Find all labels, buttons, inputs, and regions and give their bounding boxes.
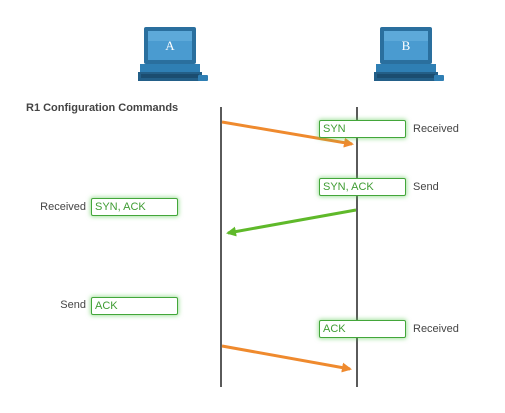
syn-ack-send-box: SYN, ACK: [319, 178, 406, 196]
ack-send-box: ACK: [91, 297, 178, 315]
syn-received-label: Received: [413, 123, 459, 135]
syn-ack-send-label: Send: [413, 181, 439, 193]
ack-send-label: Send: [60, 299, 86, 311]
host-b-label: B: [402, 38, 411, 53]
syn-ack-received-box: SYN, ACK: [91, 198, 178, 216]
host-a-label: A: [165, 38, 175, 53]
syn-arrow: [221, 120, 354, 148]
syn-ack-arrow: [226, 208, 357, 237]
config-title: R1 Configuration Commands: [26, 102, 179, 114]
desktop-computer-icon: B: [374, 27, 444, 81]
syn-received-box: SYN: [319, 120, 406, 138]
syn-ack-received-label: Received: [40, 201, 86, 213]
ack-received-label: Received: [413, 323, 459, 335]
desktop-computer-icon: A: [138, 27, 208, 81]
ack-received-box: ACK: [319, 320, 406, 338]
ack-arrow: [221, 344, 352, 373]
